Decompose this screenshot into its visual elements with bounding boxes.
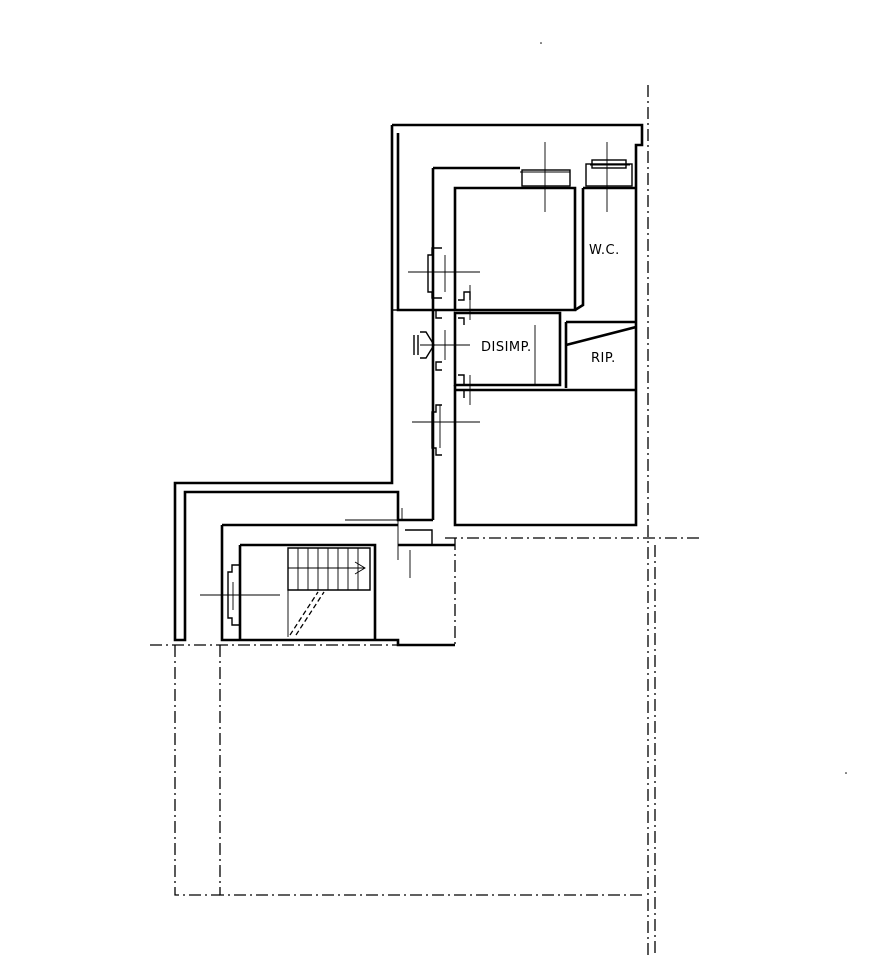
specks bbox=[540, 42, 847, 774]
room-labels: W.C. DISIMP. RIP. bbox=[481, 243, 620, 366]
room-label-disimpegno: DISIMP. bbox=[481, 340, 532, 355]
exterior-walls bbox=[173, 123, 644, 647]
interior-walls bbox=[238, 186, 637, 640]
radiator-boxes bbox=[521, 159, 633, 187]
staircase bbox=[287, 547, 371, 637]
room-label-wc: W.C. bbox=[589, 243, 620, 258]
room-label-ripostiglio: RIP. bbox=[591, 351, 616, 366]
axis-marks bbox=[200, 142, 630, 610]
lot-boundary bbox=[150, 85, 700, 955]
